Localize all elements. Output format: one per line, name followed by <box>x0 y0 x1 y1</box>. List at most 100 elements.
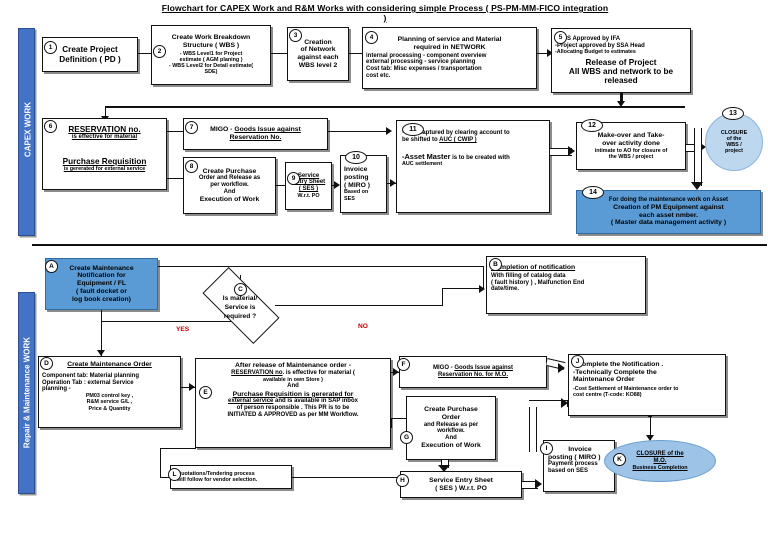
connector-D-E <box>181 387 195 389</box>
node-9-tag: 9 <box>287 172 300 185</box>
node-planning-service-material[interactable]: Planning of service and Material require… <box>362 27 537 89</box>
node-J-body-2: cost centre (T-code: KO88) <box>573 392 642 399</box>
connector-I-J-vert <box>529 400 537 452</box>
connector-D-E-arrowhead <box>189 383 195 391</box>
node-D-body2-2: R&M service G/L , <box>86 399 133 406</box>
node-create-purchase-order-mo[interactable]: Create Purchase Order and Release as per… <box>406 396 496 460</box>
node-create-project-definition[interactable]: Create Project Definition ( PD ) <box>42 37 138 72</box>
node-I-line-1: Invoice <box>568 446 592 453</box>
node-J-head-1: - Complete the Notification . <box>573 361 664 368</box>
node-create-wbs[interactable]: Create Work Breakdown Structure ( WBS ) … <box>151 25 271 85</box>
node-5-body-2: -Project approved by SSA Head <box>555 42 645 49</box>
node-11-asset-master: -Asset Master <box>402 151 451 161</box>
node-5-head-1: Release of Project <box>585 57 657 67</box>
node-C-line-2: Service is <box>224 303 256 311</box>
connector-A-B <box>158 266 483 268</box>
node-8-line-4: And <box>223 188 236 195</box>
node-creation-of-network[interactable]: Creation of Network against each WBS lev… <box>287 27 349 81</box>
node-completion-of-notification[interactable]: Completion of notification With filling … <box>486 256 646 314</box>
node-14-line-3: each asset nmber. <box>639 211 698 219</box>
node-closure-wbs-project[interactable]: CLOSURE of the WBS / project <box>705 113 763 171</box>
node-9-sub: W.r.t. PO <box>297 193 320 200</box>
node-D-body-3: planning - <box>42 386 71 393</box>
node-H-line-1: Service Entry Sheet <box>429 476 493 484</box>
node-10-sub-1: Based on <box>344 189 369 196</box>
node-5-body-1: -WBS Approved by IFA <box>555 35 621 42</box>
node-8-line-5: Execution of Work <box>199 195 260 203</box>
node-migo-goods-issue-mo[interactable]: MIGO - Goods Issue against Reservation N… <box>399 356 547 388</box>
node-3-line-1: Creation <box>304 38 332 46</box>
node-E-line-5: Purchase Requisition is gererated for <box>232 390 354 398</box>
node-2-head-1: Create Work Breakdown <box>171 34 251 42</box>
node-A-tag: A <box>45 260 58 273</box>
node-9-line-3: ( SES ) <box>298 186 319 193</box>
node-4-body-1: internal processing - component overview <box>366 52 487 59</box>
connector-13-14-vertical <box>694 128 702 186</box>
connector-13-14-arrowhead <box>691 182 703 190</box>
connector-J-K-vert <box>650 416 652 440</box>
node-13-line-2: of the <box>726 135 742 142</box>
node-E-line-3: available in own Store ) <box>263 376 323 383</box>
node-4-head-1: Planning of service and Material <box>397 36 502 44</box>
connector-7-11-arrowhead <box>386 127 392 135</box>
node-3-line-3: against each <box>297 54 339 61</box>
node-13-line-1: CLOSURE <box>720 129 748 136</box>
node-2-body-1: - WBS Level1 for Project <box>179 50 243 57</box>
connector-1-2 <box>138 53 151 55</box>
band-capex <box>18 28 35 236</box>
connector-L-left <box>160 477 170 479</box>
node-F-head-row: MIGO - Goods Issue against <box>433 365 513 372</box>
node-8-line-3: per workflow. <box>210 182 249 189</box>
node-11-line-2-prefix: be shifted to <box>402 136 440 143</box>
node-3-tag: 3 <box>289 29 302 42</box>
node-create-pm-equipment[interactable]: For doing the maintenance work on Asset … <box>576 190 761 234</box>
node-10-line-3: ( MIRO ) <box>344 181 371 189</box>
node-7-tag: 7 <box>185 121 198 134</box>
node-reservation-pr-maintenance[interactable]: After release of Maintenance order - RES… <box>195 358 391 448</box>
node-6-sub-1: is effective for material <box>71 134 138 141</box>
node-create-purchase-order[interactable]: Create Purchase Order and Release as per… <box>183 157 276 214</box>
connector-E-G-vert <box>391 418 393 428</box>
node-create-maintenance-order[interactable]: Create Maintenance Order Component tab: … <box>38 356 181 428</box>
node-B-tag: B <box>489 258 502 271</box>
node-service-entry-sheet[interactable]: Service Entry Sheet ( SES ) W.r.t. PO <box>285 162 332 210</box>
node-cost-captured-auc[interactable]: -Cost captured by clearing account to be… <box>396 120 550 213</box>
node-D-body2-3: Price & Quantity <box>88 405 131 412</box>
node-H-line-2: ( SES ) W.r.t. PO <box>435 484 487 492</box>
node-D-body2-1: PM03 control key , <box>85 393 134 400</box>
node-reservation-purchase-requisition[interactable]: RESERVATION no. is effective for materia… <box>42 118 167 190</box>
node-invoice-posting-mo[interactable]: Invoice posting ( MIRO ) Payment process… <box>543 440 615 492</box>
connector-8-9 <box>276 185 285 187</box>
node-H-tag: H <box>396 474 409 487</box>
node-12-tag: 12 <box>581 119 603 132</box>
node-6-heading-2: Purchase Requisition <box>62 157 147 167</box>
node-quotations-tendering[interactable]: Quotations/Tendering process will follow… <box>170 465 292 489</box>
node-service-entry-sheet-mo[interactable]: Service Entry Sheet ( SES ) W.r.t. PO <box>400 471 522 498</box>
node-C-tag: C <box>234 283 247 296</box>
node-11-line-2: be shifted to AUC ( CWIP ) <box>402 137 477 144</box>
node-L-line-2: will follow for vendor selection. <box>177 477 258 483</box>
connector-H-I <box>522 481 538 489</box>
node-11-auc-cwip: AUC ( CWIP ) <box>439 136 477 143</box>
node-4-body-3: Cost tab: Misc expenses / transportation <box>366 66 482 73</box>
node-F-sub: Reservation No. for M.O. <box>437 372 508 378</box>
connector-to-6-vertical <box>105 106 107 121</box>
node-A-line-2: Notification for <box>77 272 126 280</box>
node-4-head-2: required in NETWORK <box>413 43 486 51</box>
connector-4-5-arrowhead <box>547 49 553 57</box>
node-create-maintenance-notification[interactable]: Create Maintenance Notification for Equi… <box>45 258 158 310</box>
node-invoice-posting-miro[interactable]: Invoice posting ( MIRO ) Based on SES <box>340 155 387 213</box>
node-complete-notification-tech[interactable]: - Complete the Notification . -Technical… <box>568 354 726 416</box>
node-C-line-1: Is material/ <box>222 295 258 302</box>
connector-C-yes-vert <box>101 321 103 356</box>
node-D-head: Create Maintenance Order <box>67 361 152 368</box>
node-11-line-1: -Cost captured by clearing account to <box>402 130 510 136</box>
connector-H-I-arrowhead <box>535 479 542 489</box>
node-migo-goods-issue[interactable]: MIGO - Goods Issue against Reservation N… <box>183 118 328 150</box>
node-11-line-4: AUC settlement <box>402 161 443 168</box>
node-13-line-4: project <box>725 148 743 155</box>
node-release-of-project[interactable]: -WBS Approved by IFA -Project approved b… <box>551 28 691 93</box>
node-G-line-4: workflow. <box>437 428 465 435</box>
node-E-line-6: external service and is available in SAP… <box>228 398 358 405</box>
